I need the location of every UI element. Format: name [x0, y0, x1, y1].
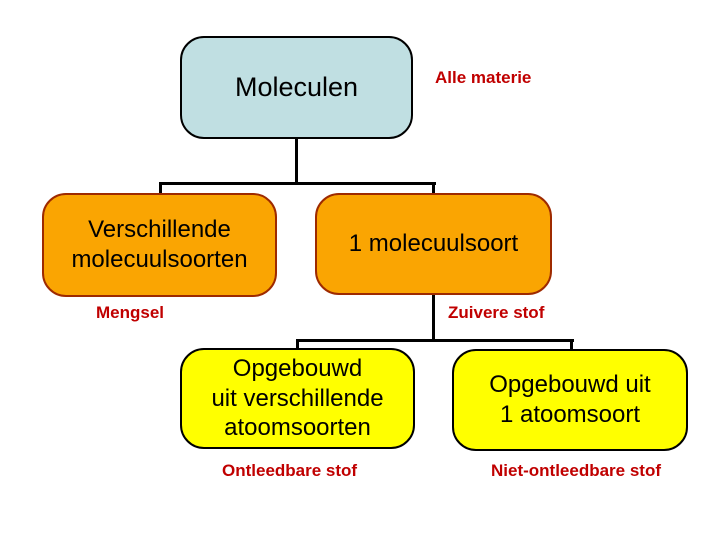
connector-stub-compound — [296, 339, 299, 349]
node-moleculen-label: Moleculen — [234, 71, 359, 102]
node-1-molecuulsoort-label: 1 molecuulsoort — [348, 230, 519, 258]
node-opgebouwd-1-atoomsoort: Opgebouwd uit 1 atoomsoort — [452, 349, 688, 451]
node-moleculen: Moleculen — [180, 36, 413, 139]
node-opgebouwd-verschillende-atoomsoorten: Opgebouwd uit verschillende atoomsoorten — [180, 348, 415, 449]
connector-pure-vertical — [432, 294, 435, 342]
node-verschillende-molecuulsoorten: Verschillende molecuulsoorten — [42, 193, 277, 297]
connector-stub-pure — [432, 182, 435, 194]
connector-level1-horizontal — [159, 182, 436, 185]
node-verschillende-molecuulsoorten-label: Verschillende molecuulsoorten — [71, 216, 248, 273]
annotation-zuivere-stof: Zuivere stof — [448, 303, 545, 322]
annotation-alle-materie: Alle materie — [435, 68, 532, 87]
connector-root-vertical — [295, 139, 298, 185]
node-opgebouwd-1-atoomsoort-label: Opgebouwd uit 1 atoomsoort — [489, 371, 651, 428]
annotation-niet-ontleedbare-stof: Niet-ontleedbare stof — [491, 461, 662, 480]
annotation-mengsel: Mengsel — [96, 303, 165, 322]
annotation-ontleedbare-stof: Ontleedbare stof — [222, 461, 358, 480]
node-1-molecuulsoort: 1 molecuulsoort — [315, 193, 552, 295]
connector-stub-mixture — [159, 182, 162, 194]
node-opgebouwd-verschillende-atoomsoorten-label: Opgebouwd uit verschillende atoomsoorten — [211, 355, 384, 442]
connector-level2-horizontal — [296, 339, 574, 342]
connector-stub-element — [570, 339, 573, 350]
